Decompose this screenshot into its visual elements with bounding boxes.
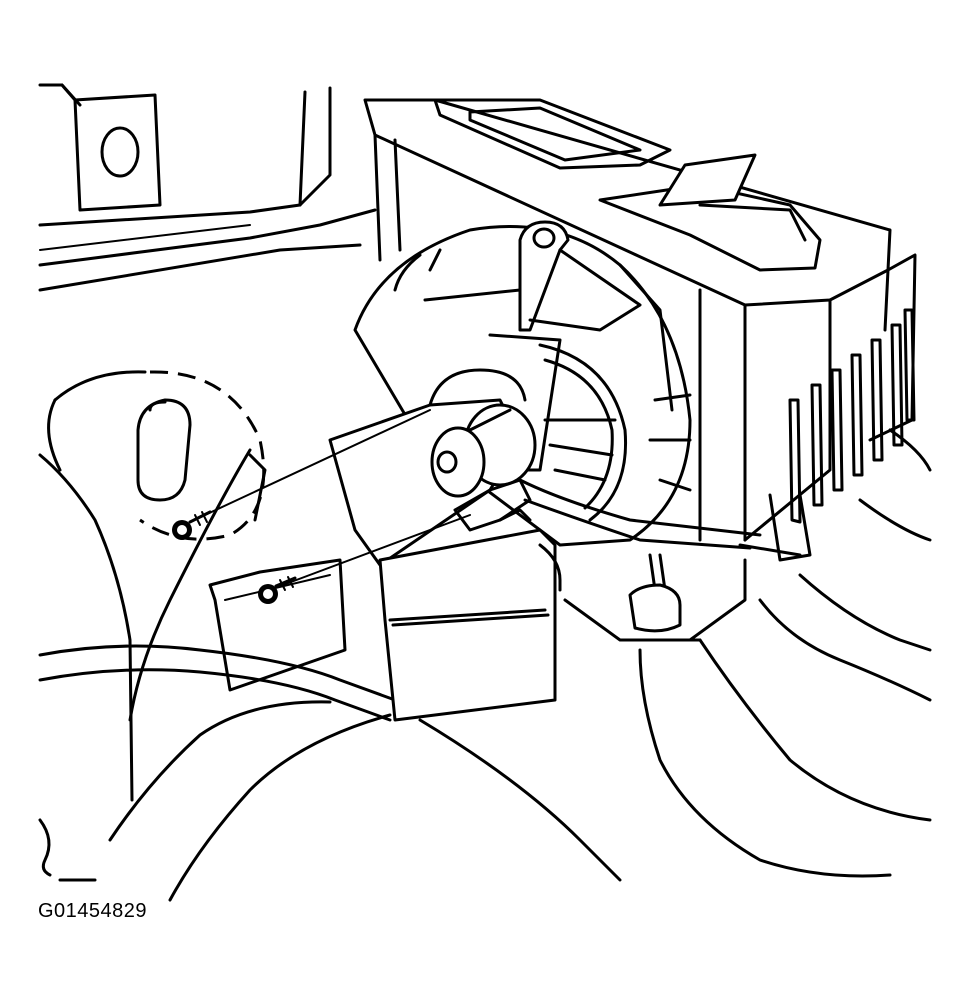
figure-id-label: G01454829 [38,900,148,922]
mounting-screws [172,409,471,604]
screw-alignment-line-upper [189,409,431,523]
mounting-plate [208,558,347,692]
upper-left-bracket [38,83,377,292]
housing-louvers [788,308,916,524]
motor-shaft-cap [430,426,486,498]
floor-contours [418,428,932,882]
recirc-door-flap [658,153,757,207]
lower-cover [378,528,557,722]
bracket-hole [100,126,140,178]
screw-alignment-line-lower [274,514,471,589]
screw-upper [172,510,212,540]
wiring-connector [453,478,532,532]
support-post-base [628,583,682,633]
screw-lower [258,576,297,604]
mounting-tab [518,220,570,332]
curved-lines [38,448,397,902]
left-side-panel [38,370,347,802]
mounting-tab-hole [532,227,556,249]
blower-motor-assembly [328,220,762,722]
panel-oval-hole [136,398,192,502]
